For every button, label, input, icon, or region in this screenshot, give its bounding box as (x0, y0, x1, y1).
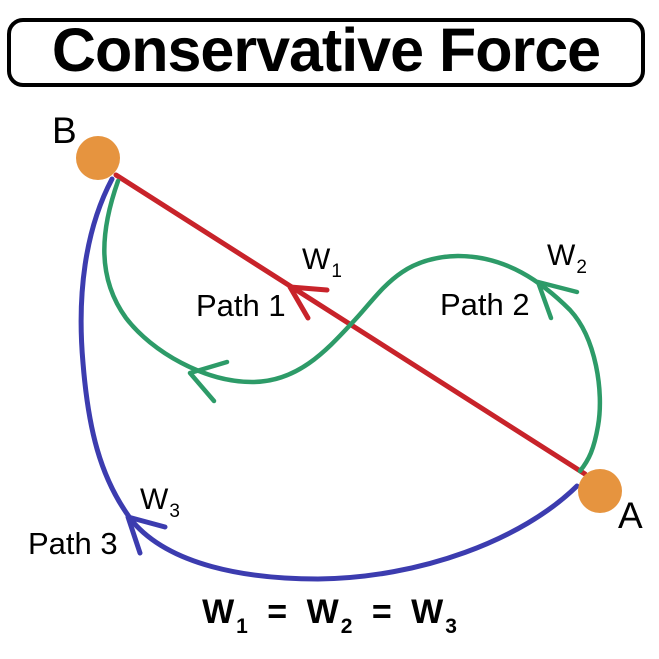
path1-work-label: W1 (302, 243, 342, 282)
path2-work-base: W (547, 239, 576, 272)
path3-arrowhead-icon (125, 514, 168, 556)
equation-term-2-base: W (306, 593, 339, 631)
work-equation: W1 = W2 = W3 (0, 593, 659, 637)
equation-term-2-sub: 2 (340, 615, 353, 638)
equals-sign-2: = (371, 593, 392, 631)
equation-term-3-base: W (411, 593, 444, 631)
title-box: Conservative Force (7, 18, 645, 87)
path3-curve (78, 176, 580, 582)
point-a-marker (578, 469, 622, 513)
path2-curve (102, 178, 603, 474)
path3-work-sub: 3 (169, 501, 180, 522)
path2-work-sub: 2 (576, 257, 587, 278)
equals-sign-1: = (267, 593, 288, 631)
point-b-label: B (52, 110, 77, 151)
equation-term-1-base: W (202, 593, 235, 631)
path2-label: Path 2 (440, 287, 530, 322)
equation-term-3-sub: 3 (445, 615, 457, 638)
path1-work-sub: 1 (331, 261, 342, 282)
path3-work-base: W (140, 483, 169, 516)
point-b-marker (76, 136, 120, 180)
equation-term-1-sub: 1 (236, 615, 248, 638)
path3-label: Path 3 (28, 526, 118, 561)
path1-label: Path 1 (196, 288, 286, 323)
path2-work-label: W2 (547, 239, 587, 278)
path2-arrowhead-right-icon (535, 279, 580, 321)
point-a-label: A (618, 495, 643, 536)
page-title: Conservative Force (51, 16, 601, 84)
path1-arrowhead-icon (287, 284, 330, 321)
path2-arrowhead-left-icon (187, 359, 230, 404)
path3-work-label: W3 (140, 483, 180, 522)
path1-work-base: W (302, 243, 331, 276)
